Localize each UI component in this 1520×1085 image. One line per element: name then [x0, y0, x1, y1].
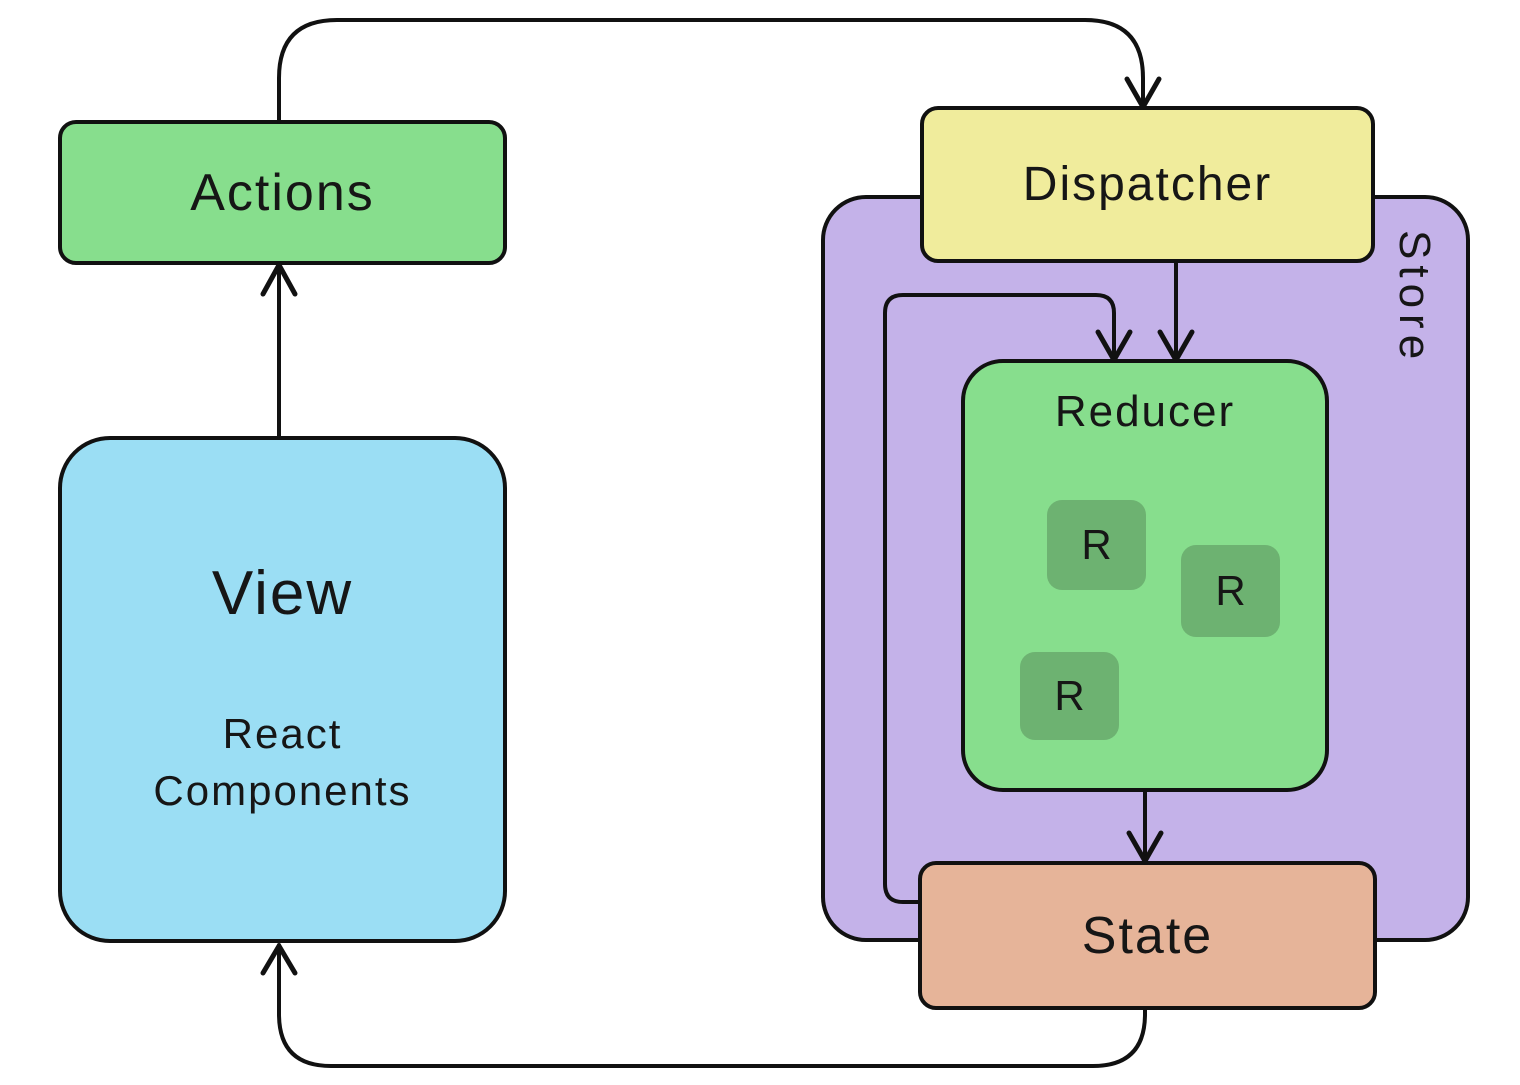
- reducer-chip: R: [1047, 500, 1146, 590]
- reducer-chip-label: R: [1215, 567, 1246, 614]
- node-actions: Actions: [58, 120, 507, 265]
- view-sublabel: React Components: [153, 710, 412, 814]
- node-reducer: Reducer R R R: [961, 359, 1329, 792]
- store-label: Store: [1390, 230, 1439, 366]
- view-label: View: [211, 559, 354, 628]
- node-dispatcher: Dispatcher: [920, 106, 1375, 263]
- arrowhead-state-to-view: [260, 943, 298, 976]
- reducer-label: Reducer: [1054, 387, 1236, 436]
- node-view: View React Components: [58, 436, 507, 943]
- arrowhead-actions-to-dispatcher: [1124, 76, 1162, 110]
- state-label: State: [1081, 906, 1214, 965]
- reducer-chip-label: R: [1081, 521, 1112, 568]
- reducer-chip-label: R: [1054, 672, 1085, 719]
- reducer-chip: R: [1020, 652, 1119, 740]
- reducer-chip: R: [1181, 545, 1280, 637]
- dispatcher-label: Dispatcher: [1022, 158, 1273, 211]
- node-state: State: [918, 861, 1377, 1010]
- arrowhead-view-to-actions: [260, 262, 298, 297]
- actions-label: Actions: [190, 163, 375, 222]
